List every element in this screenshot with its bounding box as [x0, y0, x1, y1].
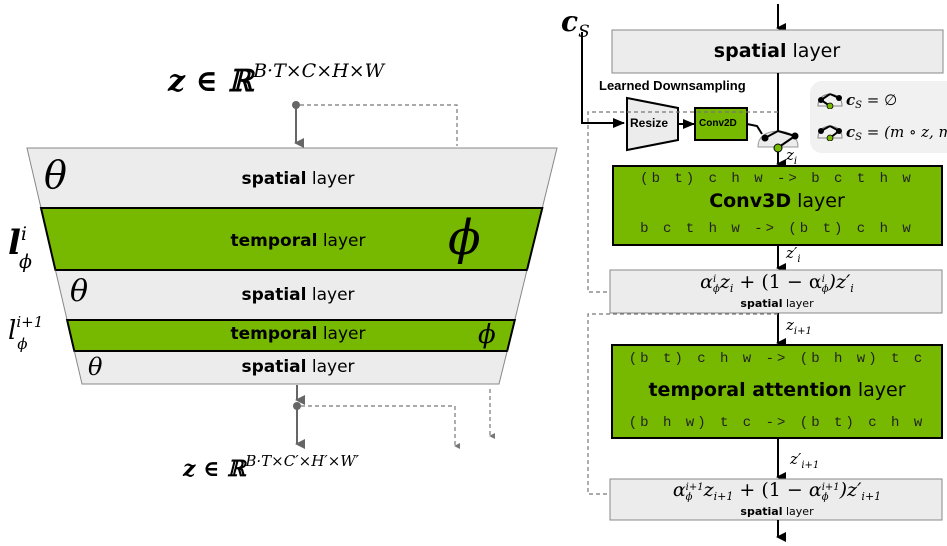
theta-label-3: θ	[88, 353, 103, 381]
left-spatial-layer-1-label: spatial layer	[241, 169, 355, 189]
legend-item-closed	[816, 121, 844, 144]
input-shape-label: z ∈ ℝB·T×C×H×W	[168, 62, 384, 97]
temporal-rearrange-in: (b t) c h w -> (b h w) t c	[628, 351, 926, 367]
input-shape-superscript: B·T×C×H×W	[253, 60, 385, 82]
blend1-box	[609, 269, 943, 314]
z-i1-label: zi+1	[786, 316, 812, 337]
resize-block	[626, 96, 679, 152]
output-z-in-r: z ∈ ℝ	[183, 456, 246, 482]
cond-line	[581, 32, 625, 128]
conv3d-rearrange-in: (b t) c h w -> b c t h w	[640, 171, 914, 187]
switch-closed-icon	[817, 125, 843, 142]
temporal-attention-block	[611, 344, 943, 439]
left-temporal-layer-2-label: temporal layer	[230, 324, 366, 344]
input-branch-dot	[292, 101, 300, 109]
learned-downsampling-title: Learned Downsampling	[599, 78, 746, 93]
conv2d-to-switch-arrow	[746, 123, 763, 135]
conv3d-label: Conv3D layer	[709, 190, 845, 212]
z-i-label: zi	[786, 146, 798, 167]
z-i1-prime-label: z′i+1	[790, 450, 820, 471]
conv2d-label: Conv2D	[699, 118, 737, 129]
switch-legend: cS = ∅ cS = (m ∘ z, m	[810, 81, 947, 153]
output-shape-superscript: B·T×C′×H′×W′	[245, 452, 360, 470]
layer-index-label-i1: li+1ϕ	[8, 313, 44, 353]
phi-label-2: ϕ	[478, 320, 496, 350]
switch-open-icon	[817, 93, 843, 110]
blend1-spatial-label: spatial layer	[740, 297, 814, 310]
theta-label-2: θ	[70, 274, 89, 309]
right-top-spatial-box	[611, 29, 944, 74]
cond-cs-label: cS	[561, 5, 590, 42]
right-top-spatial-label: spatial layer	[713, 40, 841, 62]
z-i-prime-label: z′i	[786, 244, 801, 265]
legend-open-formula: cS = ∅	[846, 91, 898, 111]
blend2-spatial-label: spatial layer	[740, 505, 814, 518]
switch-icon	[757, 130, 799, 153]
temporal-attention-label: temporal attention layer	[648, 379, 906, 401]
left-spatial-layer-2-label: spatial layer	[241, 285, 355, 305]
blend2-box	[609, 478, 943, 521]
phi-label-1: ϕ	[448, 210, 481, 266]
theta-label-1: θ	[44, 153, 67, 197]
conv2d-block	[694, 107, 748, 141]
left-temporal-layer-1-label: temporal layer	[230, 231, 366, 251]
legend-item-open	[816, 89, 844, 112]
conv3d-rearrange-out: b c t h w -> (b t) c h w	[640, 221, 914, 237]
input-z-in-r: z ∈ ℝ	[168, 64, 254, 99]
legend-closed-formula: cS = (m ∘ z, m	[846, 123, 947, 143]
output-shape-label: z ∈ ℝB·T×C′×H′×W′	[183, 454, 359, 481]
resize-label: Resize	[630, 116, 669, 130]
temporal-rearrange-out: (b h w) t c -> (b t) c h w	[628, 415, 926, 431]
input-skip-dashed	[300, 104, 458, 146]
conv3d-block	[612, 165, 943, 246]
layer-index-label-i: liϕ	[8, 223, 32, 273]
output-skip-dashed	[301, 405, 460, 449]
left-spatial-layer-3-label: spatial layer	[241, 357, 355, 377]
